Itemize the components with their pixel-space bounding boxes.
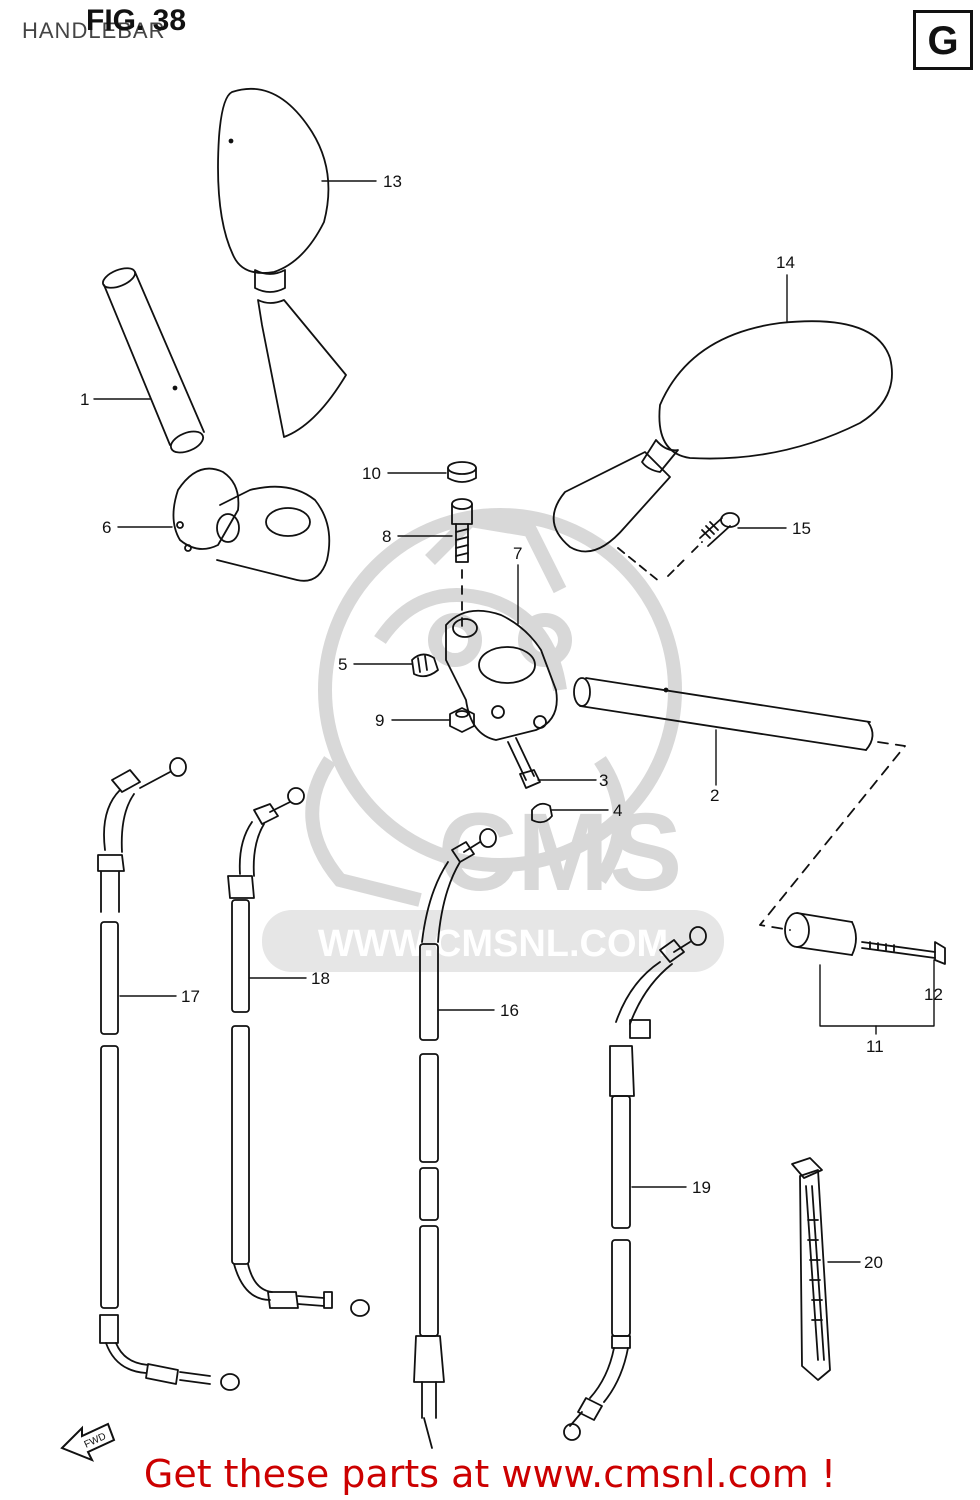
cable-19-choke: [563, 926, 707, 1441]
part-5-cap: [411, 653, 439, 678]
part-11-bar-end-weight: [784, 912, 857, 956]
page-subtitle: HANDLEBAR: [22, 18, 166, 43]
callout-3: 3: [599, 771, 608, 790]
callout-14: 14: [776, 253, 795, 272]
watermark-url: WWW.CMSNL.COM: [318, 923, 668, 965]
part-14-right-mirror: [552, 320, 893, 553]
part-4-cap: [531, 802, 553, 824]
cable-17-throttle: [97, 757, 240, 1391]
callout-1: 1: [80, 390, 89, 409]
watermark-url-bar: [262, 910, 724, 972]
part-15-mirror-bolt: [699, 512, 740, 547]
figure-title: FIG. 38: [86, 4, 187, 37]
callout-12: 12: [924, 985, 943, 1004]
part-8-bolt: [451, 498, 473, 563]
callout-11: 11: [866, 1037, 884, 1056]
bar-end-dash-line: [759, 741, 906, 931]
watermark: [305, 508, 682, 907]
callout-15: 15: [792, 519, 811, 538]
fwd-direction-marker: FWD: [60, 1422, 116, 1462]
callout-9: 9: [375, 711, 384, 730]
callout-4: 4: [613, 801, 622, 820]
mirror-dash-line: [617, 541, 703, 583]
part-3-bolt: [507, 737, 541, 789]
part-7-right-holder: [445, 609, 558, 741]
part-9-nut: [449, 707, 475, 733]
callout-7: 7: [513, 544, 522, 563]
callout-10: 10: [362, 464, 381, 483]
part-1-left-grip: [102, 267, 205, 454]
leader-lines: [93, 180, 935, 1263]
part-2-right-bar: [573, 677, 874, 751]
callout-16: 16: [500, 1001, 519, 1020]
part-12-bar-end-screw: [861, 941, 946, 965]
callout-5: 5: [338, 655, 347, 674]
callout-8: 8: [382, 527, 391, 546]
watermark-logo: CMS: [438, 791, 682, 914]
cable-16-clutch: [413, 828, 497, 1449]
callout-2: 2: [710, 786, 719, 805]
callout-19: 19: [692, 1178, 711, 1197]
part-20-cable-tie: [791, 1157, 831, 1381]
footer-link[interactable]: Get these parts at www.cmsnl.com !: [143, 1452, 837, 1496]
part-10-cap: [447, 461, 477, 483]
part-13-left-mirror: [217, 87, 347, 438]
callout-18: 18: [311, 969, 330, 988]
callout-17: 17: [181, 987, 200, 1006]
cable-18-throttle: [227, 787, 370, 1317]
callout-6: 6: [102, 518, 111, 537]
section-letter-box: G: [913, 10, 973, 70]
callout-20: 20: [864, 1253, 883, 1272]
callout-numbers: 1 2 3 4 5 6 7 8 9 10 11 12 13 14 15 16 1…: [80, 172, 943, 1272]
callout-13: 13: [383, 172, 402, 191]
part-6-left-holder: [172, 467, 331, 582]
